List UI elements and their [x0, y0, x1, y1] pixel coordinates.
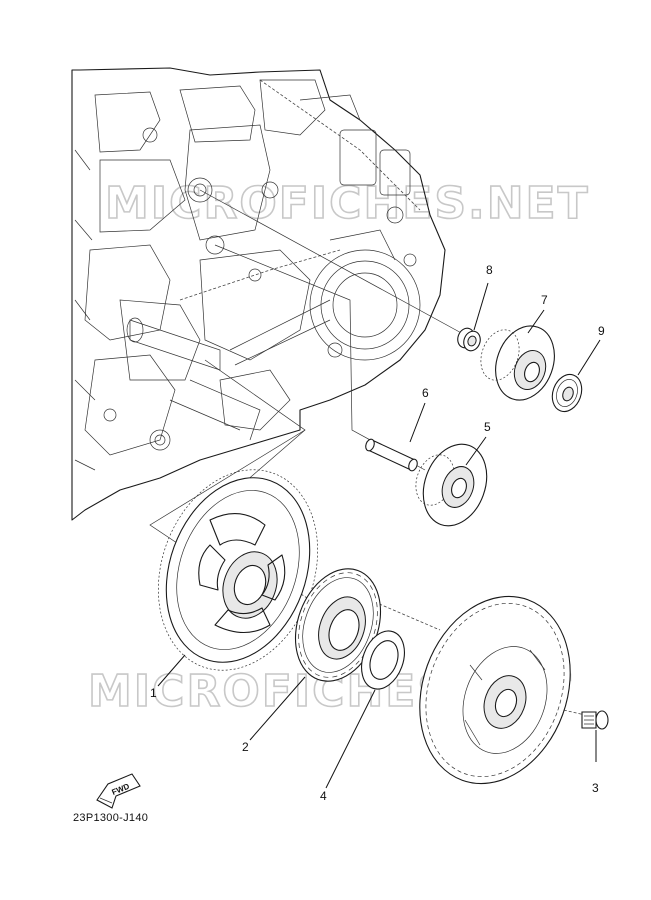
part-3-bolt	[581, 710, 609, 730]
callout-3: 3	[592, 781, 599, 795]
callout-9: 9	[598, 324, 605, 338]
part-4-washer	[361, 630, 405, 690]
callout-2: 2	[242, 740, 249, 754]
diagram-code: 23P1300-J140	[73, 812, 149, 824]
callout-6: 6	[422, 386, 429, 400]
part-5-idle-gear	[415, 443, 488, 527]
crankcase-illustration	[71, 67, 446, 521]
fwd-arrow-icon: FWD	[96, 773, 141, 809]
part-8-bearing	[457, 327, 481, 352]
callout-leaders	[157, 282, 601, 789]
part-2-one-way-clutch	[294, 568, 382, 682]
callout-8: 8	[486, 263, 493, 277]
part-6-shaft	[365, 438, 418, 472]
callout-5: 5	[484, 420, 491, 434]
part-7-idle-gear	[480, 325, 555, 401]
generator-rotor	[419, 595, 571, 785]
callout-labels: 1 2 3 4 5 6 7 8 9	[150, 263, 605, 803]
part-9-bearing	[551, 373, 583, 413]
callout-1: 1	[150, 686, 157, 700]
part-1-starter-wheel-gear	[158, 469, 318, 671]
callout-4: 4	[320, 789, 327, 803]
callout-7: 7	[541, 293, 548, 307]
watermark-top: MICROFICHES.NET	[105, 178, 590, 229]
